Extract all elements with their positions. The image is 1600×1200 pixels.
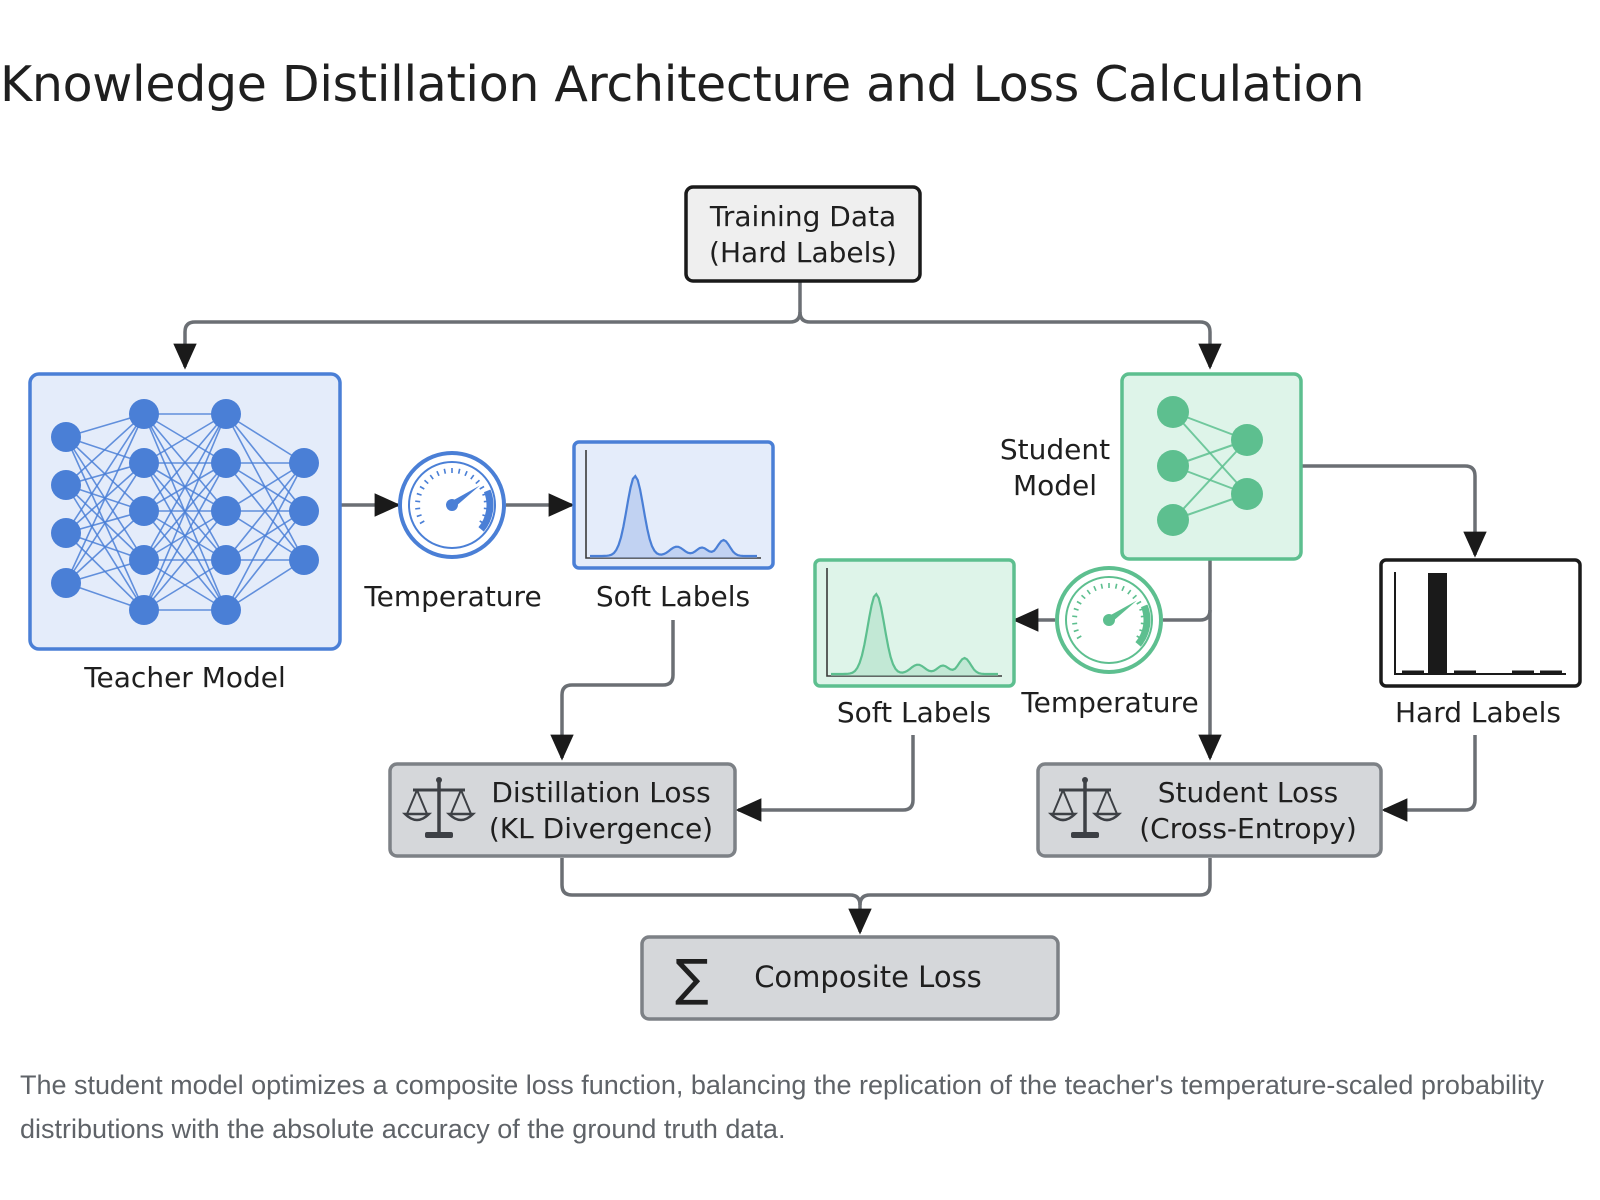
student-loss-label: Student Loss	[1158, 776, 1339, 809]
teacher-model-label: Teacher Model	[83, 661, 286, 694]
student-model-sublabel: Model	[1013, 469, 1097, 502]
student-model-label: Student	[1000, 433, 1110, 466]
student-soft-labels-label: Soft Labels	[837, 696, 991, 729]
balance-scale-icon	[1047, 777, 1123, 838]
edge-student-loss-to-composite	[858, 858, 1212, 906]
hard-labels-label: Hard Labels	[1395, 696, 1561, 729]
balance-scale-icon	[401, 777, 477, 838]
composite-loss-node: ∑ Composite Loss	[640, 935, 1060, 1021]
one-hot-bar-icon	[1394, 572, 1566, 675]
edge-data-to-teacher	[173, 282, 802, 370]
teacher-temperature-node: Temperature	[363, 451, 542, 613]
training-data-label: Training Data	[709, 200, 896, 233]
gauge-icon	[1055, 566, 1163, 674]
teacher-soft-labels-label: Soft Labels	[596, 580, 750, 613]
edge-student-to-temperature	[1163, 609, 1212, 622]
distillation-loss-sublabel: (KL Divergence)	[489, 812, 713, 845]
distillation-loss-node: Distillation Loss (KL Divergence)	[388, 762, 737, 858]
caption: The student model optimizes a composite …	[20, 1070, 1544, 1144]
distillation-loss-label: Distillation Loss	[491, 776, 710, 809]
connectors	[173, 282, 1487, 935]
student-loss-node: Student Loss (Cross-Entropy)	[1036, 762, 1383, 858]
hard-labels-node: Hard Labels	[1379, 558, 1582, 729]
student-loss-sublabel: (Cross-Entropy)	[1139, 812, 1357, 845]
distribution-curve-icon	[585, 450, 761, 559]
page-title: Knowledge Distillation Architecture and …	[0, 56, 1365, 113]
edge-student-to-hard-labels	[1301, 464, 1487, 558]
teacher-temperature-label: Temperature	[363, 580, 541, 613]
diagram: Training Data (Hard Labels) Teacher Mode…	[28, 185, 1582, 1021]
neural-network-icon	[51, 399, 319, 625]
training-data-sublabel: (Hard Labels)	[709, 236, 897, 269]
edge-distillation-to-composite	[560, 858, 872, 935]
edge-data-to-student	[798, 311, 1222, 370]
neural-network-icon	[1157, 396, 1263, 536]
edge-soft-labels-to-distillation	[550, 620, 675, 761]
training-data-node: Training Data (Hard Labels)	[684, 185, 922, 283]
student-temperature-node: Temperature	[1020, 566, 1199, 719]
edge-hard-labels-to-student-loss	[1381, 735, 1477, 822]
student-soft-labels-node: Soft Labels	[813, 558, 1016, 729]
student-model-node: Student Model	[1000, 372, 1303, 561]
sigma-icon: ∑	[675, 949, 709, 1007]
distribution-curve-icon	[826, 568, 1002, 677]
teacher-model-node: Teacher Model	[28, 372, 342, 694]
teacher-soft-labels-node: Soft Labels	[572, 440, 775, 613]
student-temperature-label: Temperature	[1020, 686, 1198, 719]
edge-student-soft-labels-to-distillation	[735, 735, 915, 822]
gauge-icon	[398, 451, 506, 559]
composite-loss-label: Composite Loss	[754, 960, 982, 994]
